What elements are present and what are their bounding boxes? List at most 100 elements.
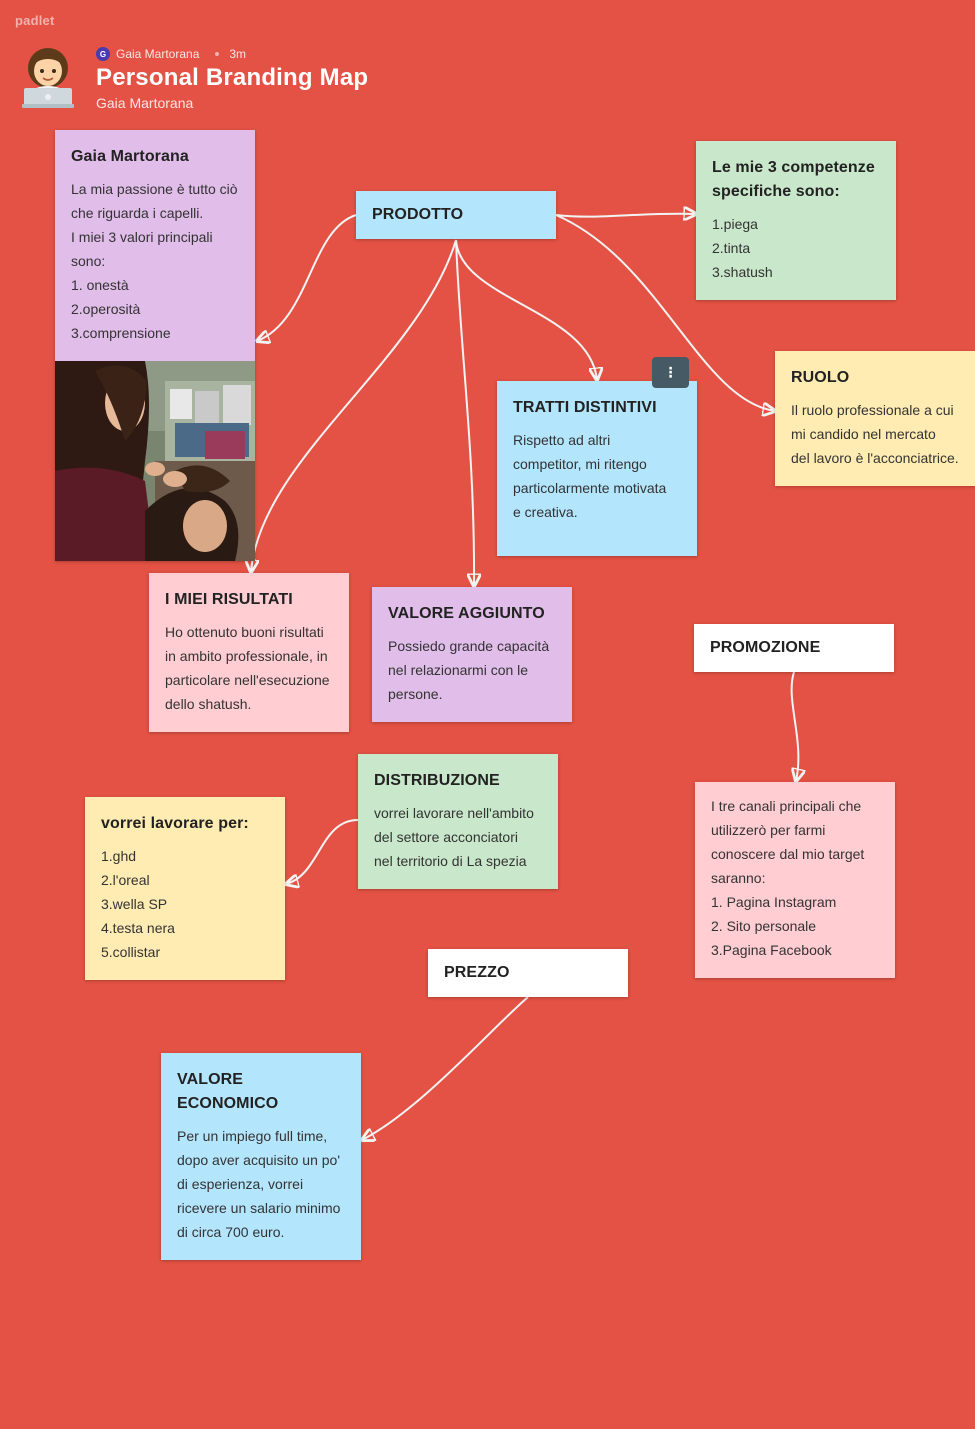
card-valore-economico[interactable]: VALORE ECONOMICO Per un impiego full tim… xyxy=(161,1053,361,1260)
card-title: RUOLO xyxy=(791,369,850,386)
card-body: Il ruolo professionale a cui mi candido … xyxy=(791,398,959,470)
card-title: VALORE ECONOMICO xyxy=(177,1071,279,1112)
card-prodotto[interactable]: PRODOTTO xyxy=(356,191,556,239)
body-line: I tre canali principali che xyxy=(711,798,862,814)
connector-prodotto-gaia xyxy=(257,214,357,341)
body-line: 3.wella SP xyxy=(101,896,168,912)
body-line: del lavoro è l'acconciatrice. xyxy=(791,450,959,466)
hairdresser-photo[interactable] xyxy=(55,361,255,561)
body-line: 4.testa nera xyxy=(101,920,175,936)
connector-promozione-canali xyxy=(792,671,799,781)
separator-dot xyxy=(215,52,220,56)
card-vorrei-lavorare-per[interactable]: vorrei lavorare per: 1.ghd 2.l'oreal 3.w… xyxy=(85,797,285,980)
body-line: in ambito professionale, in xyxy=(165,648,328,664)
woman-laptop-emoji-icon xyxy=(22,48,74,108)
body-line: La mia passione è tutto ciò xyxy=(71,181,238,197)
body-line: dopo aver acquisito un po' xyxy=(177,1152,341,1168)
author-name[interactable]: Gaia Martorana xyxy=(116,47,200,61)
card-title: vorrei lavorare per: xyxy=(101,815,249,832)
body-line: Il ruolo professionale a cui xyxy=(791,402,954,418)
padlet-logo[interactable]: padlet xyxy=(15,13,55,28)
body-line: Rispetto ad altri xyxy=(513,432,611,448)
card-gaia-martorana[interactable]: Gaia Martorana La mia passione è tutto c… xyxy=(55,130,255,561)
body-line: di circa 700 euro. xyxy=(177,1224,285,1240)
body-line: che riguarda i capelli. xyxy=(71,205,204,221)
body-line: 1.piega xyxy=(712,216,758,232)
connector-prodotto-competenze xyxy=(555,214,696,217)
card-body: vorrei lavorare nell'ambito del settore … xyxy=(374,801,542,873)
card-valore-aggiunto[interactable]: VALORE AGGIUNTO Possiedo grande capacità… xyxy=(372,587,572,722)
body-line: saranno: xyxy=(711,870,766,886)
body-line: Ho ottenuto buoni risultati xyxy=(165,624,324,640)
card-title: VALORE AGGIUNTO xyxy=(388,605,545,622)
body-line: 3.comprensione xyxy=(71,325,171,341)
body-line: 3.shatush xyxy=(712,264,773,280)
body-line: 2.operosità xyxy=(71,301,141,317)
card-body: Per un impiego full time, dopo aver acqu… xyxy=(177,1124,345,1244)
body-line: Per un impiego full time, xyxy=(177,1128,328,1144)
card-body: Ho ottenuto buoni risultati in ambito pr… xyxy=(165,620,333,716)
more-vertical-icon[interactable]: ⋮ xyxy=(652,357,689,388)
body-line: nel territorio di La spezia xyxy=(374,853,527,869)
card-title: DISTRIBUZIONE xyxy=(374,772,500,789)
body-line: 1. onestà xyxy=(71,277,129,293)
title-line: specifiche sono: xyxy=(712,183,840,200)
card-distribuzione[interactable]: DISTRIBUZIONE vorrei lavorare nell'ambit… xyxy=(358,754,558,889)
body-line: mi candido nel mercato xyxy=(791,426,936,442)
body-line: 1.ghd xyxy=(101,848,137,864)
card-title: Gaia Martorana xyxy=(71,148,189,165)
card-title: PRODOTTO xyxy=(372,206,464,223)
body-line: competitor, mi ritengo xyxy=(513,456,647,472)
connector-prodotto-valore-aggiunto xyxy=(455,239,474,586)
author-badge[interactable]: G xyxy=(96,47,110,61)
card-title: Le mie 3 competenze specifiche sono: xyxy=(712,156,880,204)
title-line: Le mie 3 competenze xyxy=(712,159,875,176)
card-title: PREZZO xyxy=(444,964,510,981)
card-body: Possiedo grande capacità nel relazionarm… xyxy=(388,634,556,706)
card-body: I tre canali principali che utilizzerò p… xyxy=(711,794,879,962)
body-line: Possiedo grande capacità xyxy=(388,638,550,654)
body-line: di esperienza, vorrei xyxy=(177,1176,304,1192)
card-body: 1.ghd 2.l'oreal 3.wella SP 4.testa nera … xyxy=(101,844,269,964)
post-meta: G Gaia Martorana 3m xyxy=(96,46,246,62)
body-line: sono: xyxy=(71,253,106,269)
card-canali-promozione[interactable]: I tre canali principali che utilizzerò p… xyxy=(695,782,895,978)
body-line: persone. xyxy=(388,686,443,702)
body-line: particolare nell'esecuzione xyxy=(165,672,330,688)
card-title: PROMOZIONE xyxy=(710,639,821,656)
body-line: particolarmente motivata xyxy=(513,480,667,496)
connector-prodotto-tratti xyxy=(455,239,597,380)
card-prezzo[interactable]: PREZZO xyxy=(428,949,628,997)
body-line: 2.l'oreal xyxy=(101,872,150,888)
card-title: TRATTI DISTINTIVI xyxy=(513,399,657,416)
card-title: I MIEI RISULTATI xyxy=(165,591,293,608)
body-line: nel relazionarmi con le xyxy=(388,662,529,678)
body-line: 1. Pagina Instagram xyxy=(711,894,837,910)
body-line: conoscere dal mio target xyxy=(711,846,865,862)
card-body: La mia passione è tutto ciò che riguarda… xyxy=(71,177,239,345)
page-subtitle: Gaia Martorana xyxy=(96,95,194,111)
connector-distribuzione-lavorare xyxy=(286,819,359,884)
body-line: dello shatush. xyxy=(165,696,252,712)
body-line: I miei 3 valori principali xyxy=(71,229,213,245)
connector-prezzo-valore-economico xyxy=(362,996,529,1140)
connector-prodotto-risultati xyxy=(251,239,457,572)
body-line: utilizzerò per farmi xyxy=(711,822,826,838)
card-miei-risultati[interactable]: I MIEI RISULTATI Ho ottenuto buoni risul… xyxy=(149,573,349,732)
time-ago: 3m xyxy=(229,47,247,61)
body-line: 2.tinta xyxy=(712,240,751,256)
card-competenze[interactable]: Le mie 3 competenze specifiche sono: 1.p… xyxy=(696,141,896,300)
body-line: ricevere un salario minimo xyxy=(177,1200,341,1216)
body-line: vorrei lavorare nell'ambito xyxy=(374,805,534,821)
body-line: 5.collistar xyxy=(101,944,161,960)
card-ruolo[interactable]: RUOLO Il ruolo professionale a cui mi ca… xyxy=(775,351,975,486)
card-promozione[interactable]: PROMOZIONE xyxy=(694,624,894,672)
card-body: 1.piega 2.tinta 3.shatush xyxy=(712,212,880,284)
card-tratti-distintivi[interactable]: TRATTI DISTINTIVI Rispetto ad altri comp… xyxy=(497,381,697,556)
body-line: 2. Sito personale xyxy=(711,918,817,934)
body-line: del settore acconciatori xyxy=(374,829,518,845)
body-line: 3.Pagina Facebook xyxy=(711,942,832,958)
page-title: Personal Branding Map xyxy=(96,64,369,91)
card-body: Rispetto ad altri competitor, mi ritengo… xyxy=(513,428,681,524)
body-line: e creativa. xyxy=(513,504,578,520)
